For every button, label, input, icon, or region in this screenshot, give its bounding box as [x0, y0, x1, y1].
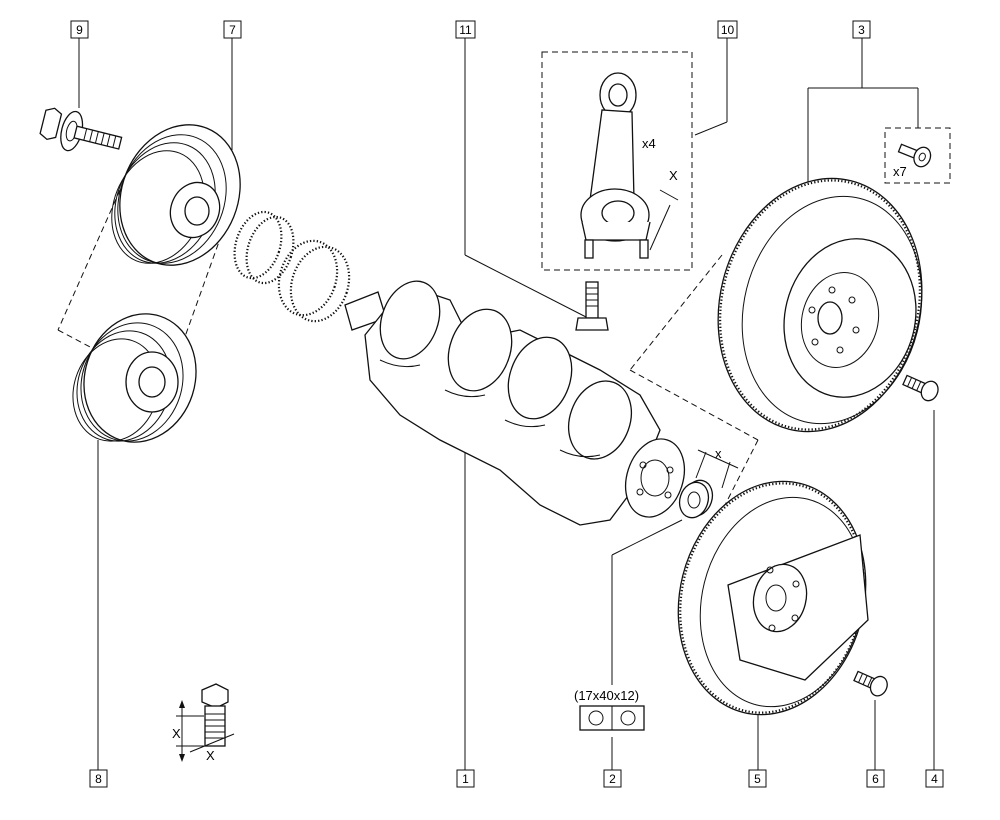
svg-text:1: 1 — [462, 772, 469, 786]
annotations: x4 X x7 (17x40x12) x X X — [172, 136, 907, 763]
svg-text:6: 6 — [872, 772, 879, 786]
bearing-measure-label: x — [715, 446, 722, 461]
part-5-flywheel-lower — [677, 480, 869, 716]
part-4-flywheel-bolt — [902, 374, 939, 402]
bolt-length-detail — [176, 683, 235, 762]
leader-lines — [78, 38, 935, 770]
callout-4: 4 — [925, 769, 944, 788]
part-10-connecting-rod — [580, 72, 679, 259]
bearing-symbol — [579, 705, 645, 731]
part-2-bearing — [678, 449, 739, 519]
callout-6: 6 — [866, 769, 885, 788]
svg-text:11: 11 — [459, 23, 472, 37]
part-8-pulley-lower — [72, 313, 197, 443]
callout-8: 8 — [89, 769, 108, 788]
bolt-quantity-label: x7 — [893, 164, 907, 179]
callout-5: 5 — [748, 769, 767, 788]
part-7-pulley-upper — [111, 124, 241, 266]
svg-text:2: 2 — [609, 772, 616, 786]
callout-11: 11 — [455, 20, 476, 39]
svg-text:4: 4 — [931, 772, 938, 786]
svg-text:3: 3 — [858, 23, 865, 37]
bolt-diameter-label: X — [206, 748, 215, 763]
callout-7: 7 — [223, 20, 242, 39]
part-1-crankshaft — [344, 280, 686, 526]
part-9-bolt — [39, 107, 123, 152]
callout-1: 1 — [456, 769, 475, 788]
svg-text:8: 8 — [95, 772, 102, 786]
part-6-bolt — [853, 670, 888, 697]
svg-text:7: 7 — [229, 23, 236, 37]
svg-text:10: 10 — [721, 23, 735, 37]
rod-quantity-label: x4 — [642, 136, 656, 151]
grouping-lines — [57, 51, 951, 506]
part-11-rod-bolt — [575, 281, 609, 331]
timing-gears — [233, 210, 351, 323]
callout-9: 9 — [70, 20, 89, 39]
bolt-length-label: X — [172, 726, 181, 741]
bearing-size-label: (17x40x12) — [574, 688, 639, 703]
rod-measure-label: X — [669, 168, 678, 183]
part-3-flywheel-upper — [717, 177, 923, 433]
callout-boxes: 9 7 11 10 3 8 1 2 — [70, 20, 944, 788]
callout-2: 2 — [603, 769, 622, 788]
svg-text:5: 5 — [754, 772, 761, 786]
svg-text:9: 9 — [76, 23, 83, 37]
callout-10: 10 — [717, 20, 738, 39]
flywheel-bolt-detail — [897, 143, 932, 168]
callout-3: 3 — [852, 20, 871, 39]
